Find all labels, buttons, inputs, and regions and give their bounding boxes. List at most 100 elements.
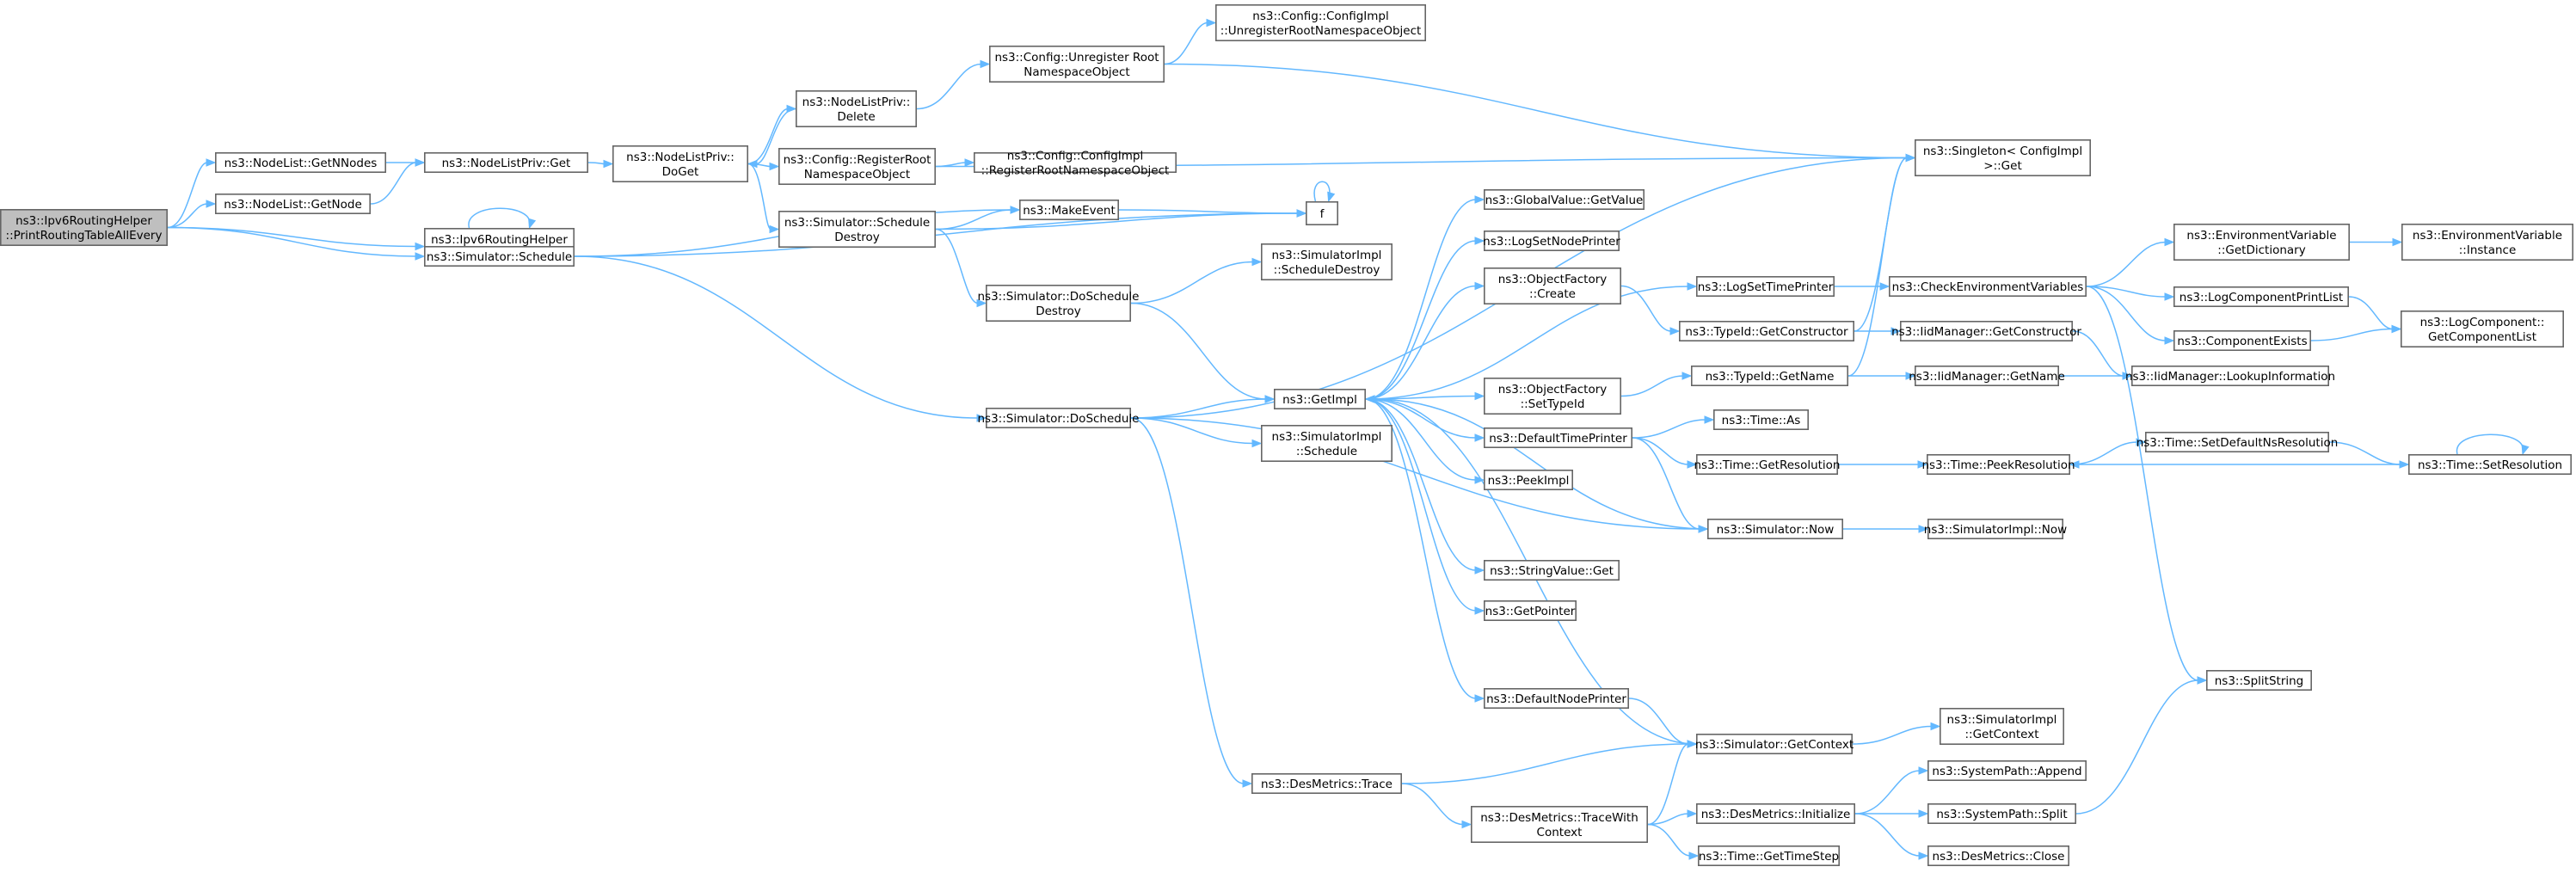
function-node[interactable]: ns3::Simulator::GetContext [1695,733,1854,754]
arrow-head [1474,281,1485,291]
function-node[interactable]: ns3::Time::SetDefaultNsResolution [2136,431,2339,452]
arrow-head [1687,460,1698,469]
edge-line [2328,441,2401,465]
node-label: ::GetContext [1964,728,2038,741]
node-label: ns3::EnvironmentVariable [2413,229,2562,243]
function-node[interactable]: ns3::NodeList::GetNode [215,194,371,215]
function-node[interactable]: ns3::Config::RegisterRootNamespaceObject [778,148,936,186]
function-node[interactable]: ns3::Time::SetResolution [2408,453,2573,475]
arrow-head [1474,606,1485,615]
node-box [1484,599,1577,621]
function-node[interactable]: ns3::LogComponentPrintList [2173,286,2350,307]
function-node[interactable]: ns3::EnvironmentVariable::Instance [2401,223,2574,261]
function-node[interactable]: ns3::DesMetrics::Initialize [1696,802,1856,824]
call-edge [1365,398,1485,615]
edge-line [1647,823,1691,857]
function-node[interactable]: ns3::EnvironmentVariable::GetDictionary [2173,223,2351,261]
edge-line [167,162,208,229]
node-box [1471,805,1649,843]
node-label: ns3::Simulator::Schedule [427,250,572,264]
node-label: ns3::ObjectFactory [1498,273,1608,286]
call-edge [574,209,1307,257]
node-label: ns3::NodeListPriv::Get [442,157,571,170]
function-node[interactable]: ns3::Ipv6RoutingHelper::PrintRoutingTabl… [0,209,168,247]
node-box [989,45,1165,83]
node-box [1261,424,1393,462]
node-label: NamespaceObject [1024,65,1129,79]
function-node[interactable]: ns3::Config::ConfigImpl::RegisterRootNam… [974,150,1177,178]
function-node[interactable]: ns3::NodeListPriv::Delete [795,90,917,128]
function-node[interactable]: ns3::PeekImpl [1484,469,1574,490]
function-node[interactable]: ns3::GlobalValue::GetValue [1484,189,1645,211]
function-node[interactable]: ns3::GetPointer [1484,599,1577,621]
arrow-head [1474,433,1485,442]
function-node[interactable]: ns3::Time::As [1713,409,1810,430]
edge-line [1365,398,1477,439]
function-node[interactable]: ns3::DefaultTimePrinter [1484,427,1633,448]
function-node[interactable]: ns3::SimulatorImpl::ScheduleDestroy [1261,243,1393,280]
function-node[interactable]: ns3::IidManager::LookupInformation [2125,365,2335,386]
function-node[interactable]: ns3::GetImpl [1274,388,1367,409]
function-node[interactable]: ns3::SystemPath::Split [1927,802,2077,824]
node-box [1484,230,1620,251]
function-node[interactable]: ns3::TypeId::GetName [1691,365,1849,386]
node-box [1019,200,1120,221]
node-label: ns3::LogSetTimePrinter [1698,280,1834,294]
node-box [612,145,748,183]
function-node[interactable]: ns3::NodeListPriv::DoGet [612,145,748,183]
call-edge [1365,398,1485,442]
node-box [1484,687,1630,709]
function-node[interactable]: ns3::LogSetNodePrinter [1483,230,1620,251]
function-node[interactable]: ns3::IidManager::GetConstructor [1891,320,2081,341]
arrow-head [976,414,987,422]
function-node[interactable]: ns3::SimulatorImpl::Now [1924,518,2067,539]
function-node[interactable]: ns3::DesMetrics::Close [1927,845,2070,866]
call-edge [1852,722,1941,745]
function-node[interactable]: ns3::NodeListPriv::Get [423,152,588,174]
function-node[interactable]: ns3::StringValue::Get [1484,559,1620,581]
node-box [1927,802,2077,824]
node-label: ns3::DesMetrics::Trace [1261,778,1393,791]
function-node[interactable]: ns3::IidManager::GetName [1909,365,2065,386]
function-node[interactable]: ns3::Config::Unregister RootNamespaceObj… [989,45,1165,83]
function-node[interactable]: ns3::TypeId::GetConstructor [1679,320,1855,341]
call-edge [1164,63,1916,163]
call-edge [1118,209,1307,218]
function-node[interactable]: ns3::SimulatorImpl::GetContext [1940,707,2065,745]
arrow-head [1905,372,1916,380]
function-node[interactable]: ns3::Time::GetTimeStep [1698,845,1841,866]
call-edge [468,207,537,230]
function-node[interactable]: ns3::Time::PeekResolution [1921,453,2075,475]
call-edge [2456,433,2530,456]
function-node[interactable]: ns3::Singleton< ConfigImpl >::Get [1915,139,2092,177]
function-node[interactable]: ns3::SystemPath::Append [1927,759,2087,781]
arrow-head [964,158,975,167]
function-node[interactable]: ns3::Simulator::DoSchedule [978,407,1140,428]
node-label: ns3::IidManager::LookupInformation [2125,370,2335,384]
function-node[interactable]: ns3::Config::ConfigImpl::UnregisterRootN… [1215,4,1427,42]
function-node[interactable]: ns3::Simulator::Schedule [423,245,575,267]
edge-line [747,163,772,231]
function-node[interactable]: ns3::SplitString [2206,669,2313,691]
node-label: ns3::NodeList::GetNNodes [224,157,378,170]
function-node[interactable]: ns3::CheckEnvironmentVariables [1889,275,2087,297]
function-node[interactable]: ns3::ComponentExists [2173,329,2312,351]
function-node[interactable]: ns3::ObjectFactory::Create [1484,267,1622,304]
node-label: ns3::SplitString [2215,674,2304,688]
function-node[interactable]: f [1306,201,1339,226]
function-node[interactable]: ns3::DesMetrics::Trace [1251,772,1403,794]
function-node[interactable]: ns3::Simulator::Now [1707,518,1844,539]
function-node[interactable]: ns3::DefaultNodePrinter [1484,687,1630,709]
function-node[interactable]: ns3::MakeEvent [1019,200,1120,221]
node-box [1679,320,1855,341]
edge-line [167,203,208,229]
function-node[interactable]: ns3::LogComponent::GetComponentList [2401,310,2565,347]
function-node[interactable]: ns3::Simulator::ScheduleDestroy [778,211,936,249]
function-node[interactable]: ns3::Time::GetResolution [1694,453,1841,475]
function-node[interactable]: ns3::SimulatorImpl::Schedule [1261,424,1393,462]
function-node[interactable]: ns3::NodeList::GetNNodes [215,152,386,174]
function-node[interactable]: ns3::LogSetTimePrinter [1696,275,1835,297]
function-node[interactable]: ns3::ObjectFactory::SetTypeId [1484,377,1622,415]
